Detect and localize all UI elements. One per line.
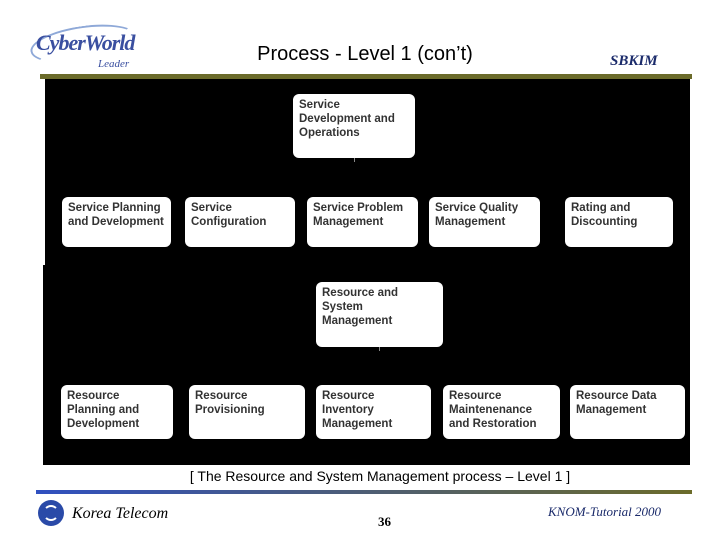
resource-system-management-box: Resource and System Management [316,282,443,347]
connector-line [379,347,380,351]
service-quality-box: Service Quality Management [429,197,540,247]
resource-inventory-box: Resource Inventory Management [316,385,431,439]
resource-maintenance-box: Resource Maintenenance and Restoration [443,385,560,439]
service-planning-box: Service Planning and Development [62,197,171,247]
page-number: 36 [378,514,391,529]
service-configuration-box: Service Configuration [185,197,295,247]
rating-discounting-box: Rating and Discounting [565,197,673,247]
figure-caption: [ The Resource and System Management pro… [189,468,571,484]
header-divider [40,74,692,79]
resource-data-box: Resource Data Management [570,385,685,439]
korea-telecom-logo-icon [38,500,64,526]
tutorial-label: KNOM-Tutorial 2000 [548,504,662,519]
cyberworld-logo: CyberWorld Leader [28,18,140,74]
resource-process-diagram: Resource and System Management Resource … [43,265,690,465]
author-label: SBKIM [610,53,658,69]
resource-planning-box: Resource Planning and Development [61,385,173,439]
service-development-operations-box: Service Development and Operations [293,94,415,158]
logo-subtext: Leader [98,58,130,70]
resource-provisioning-box: Resource Provisioning [189,385,305,439]
logo-text: CyberWorld [36,30,135,55]
slide-title: Process - Level 1 (con’t) [257,43,473,65]
company-name: Korea Telecom [72,505,169,522]
footer-divider [36,490,692,494]
service-process-diagram: Service Development and Operations Servi… [45,79,690,265]
service-problem-box: Service Problem Management [307,197,418,247]
connector-line [354,158,355,162]
